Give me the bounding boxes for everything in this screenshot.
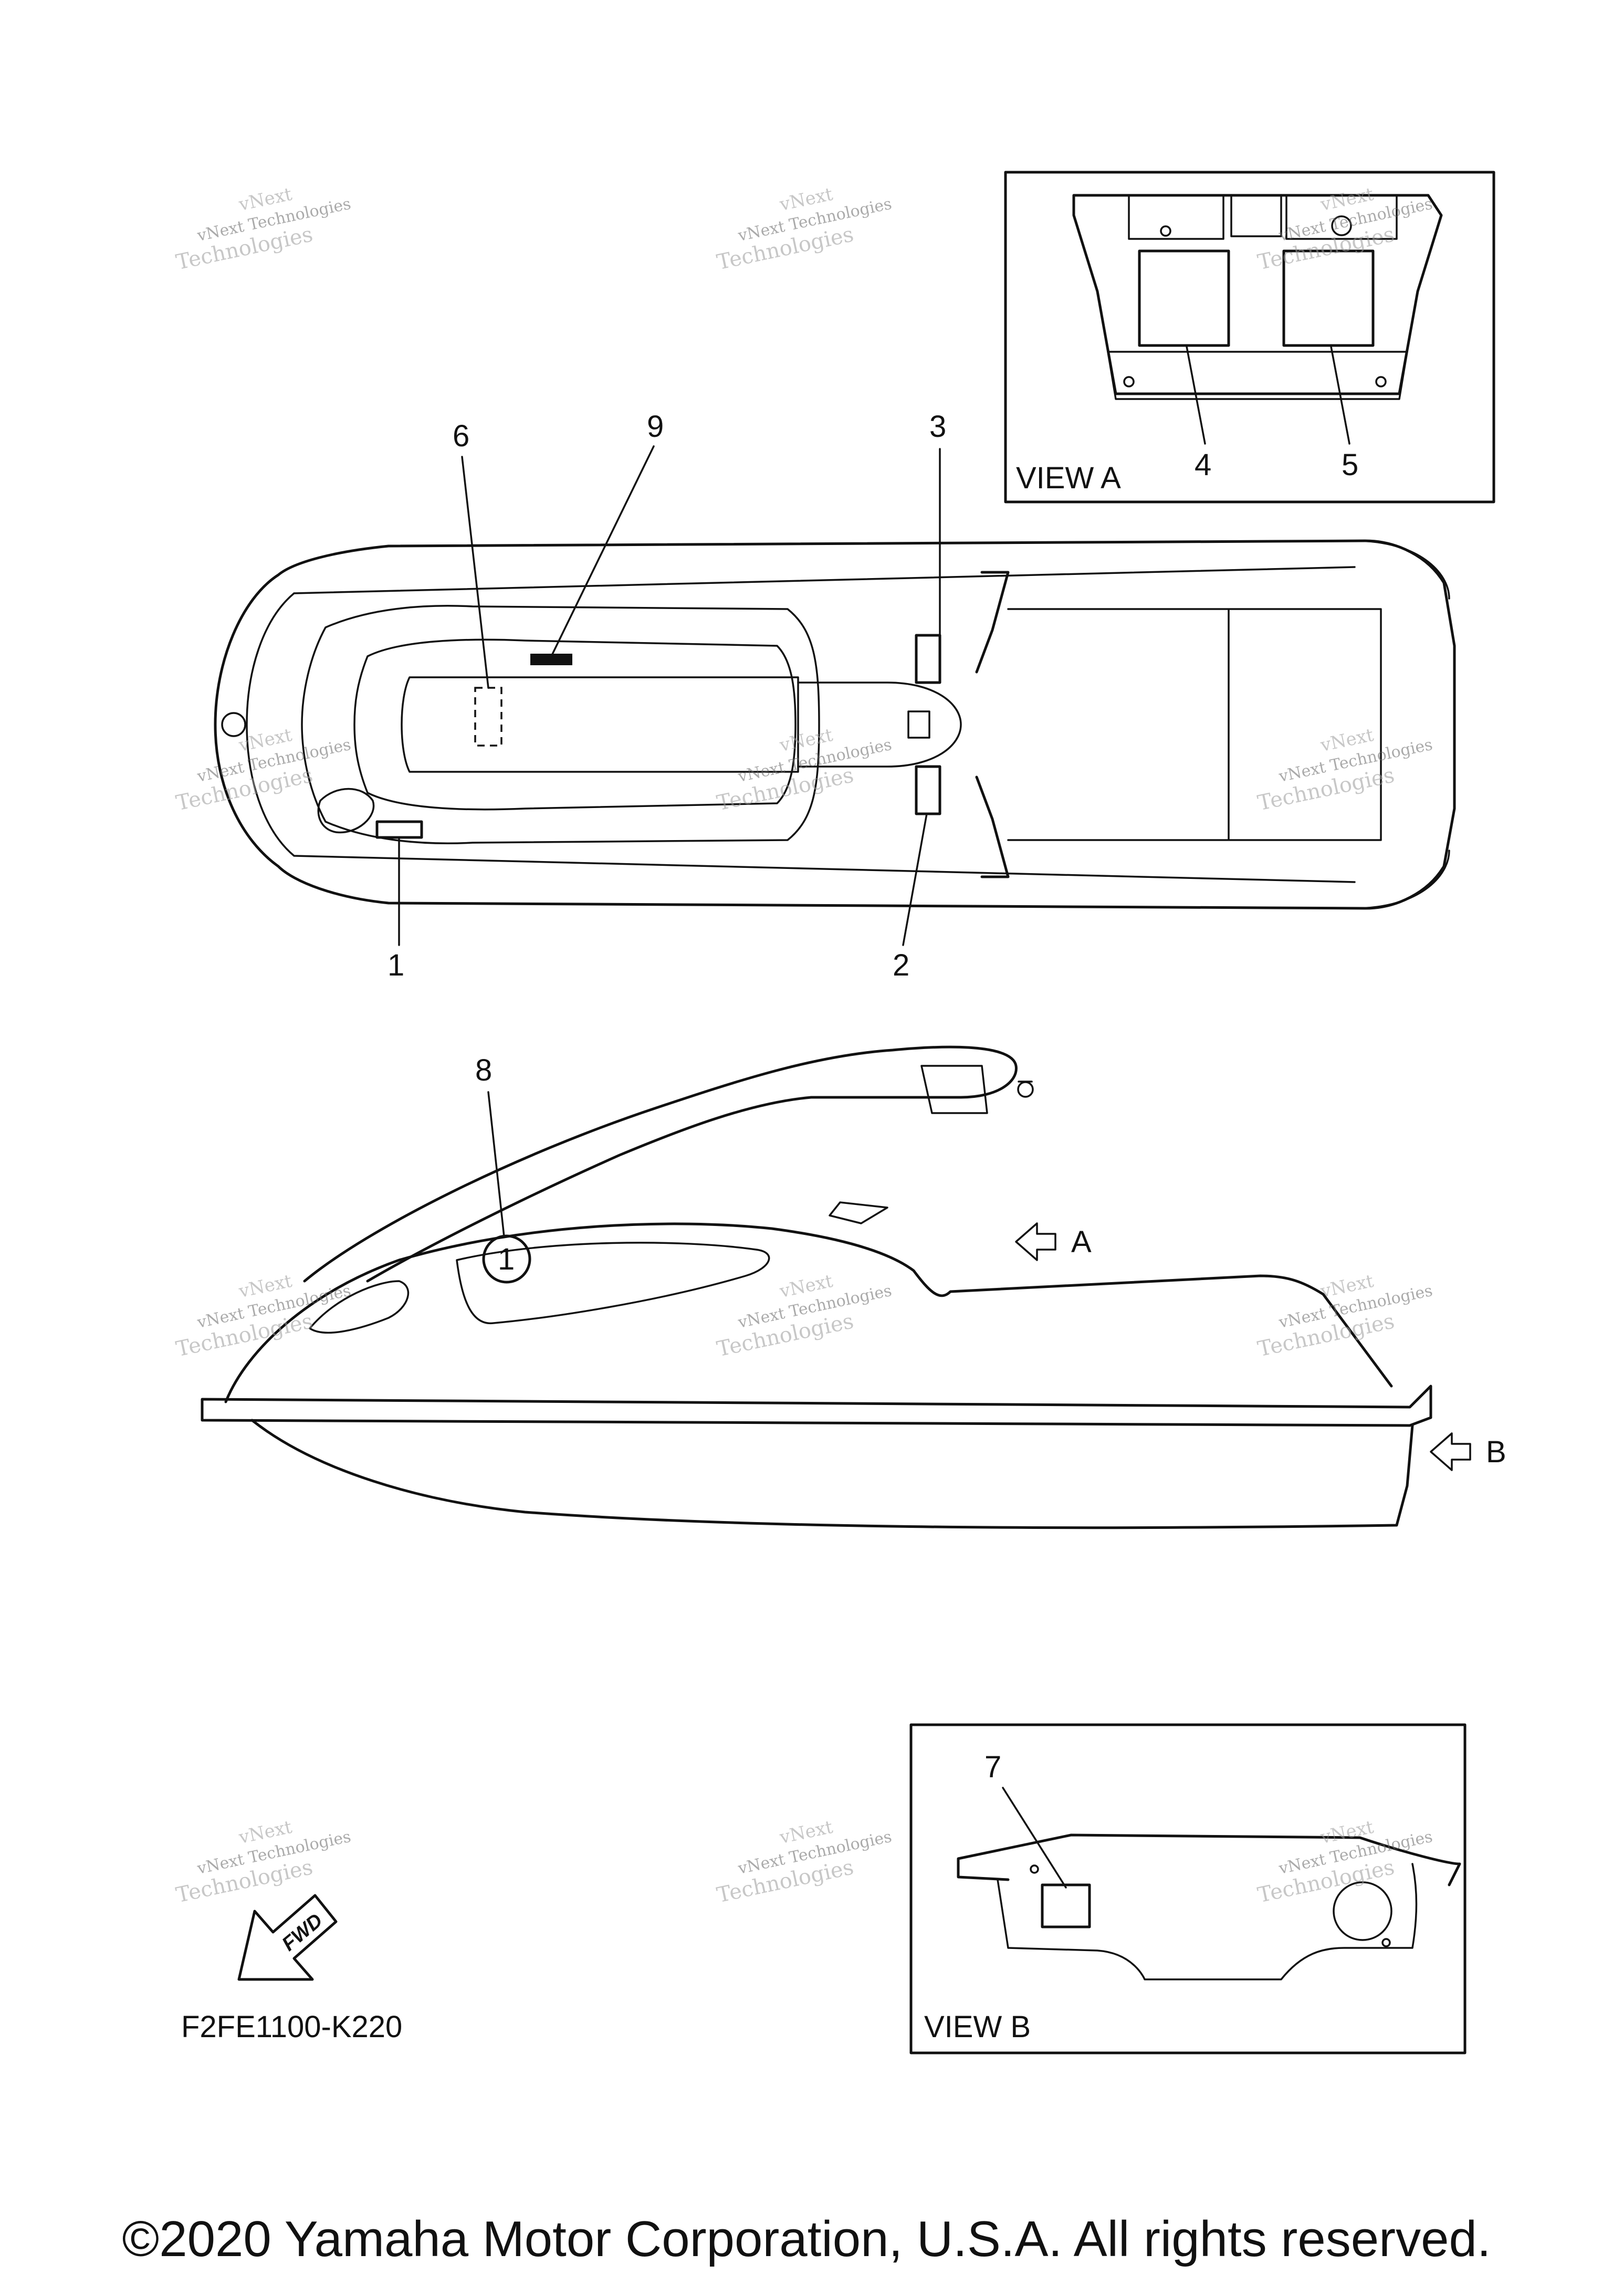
view-a-hole xyxy=(1331,215,1352,236)
callout-7-leader xyxy=(1002,1787,1067,1889)
callout-5-leader xyxy=(1330,345,1350,445)
side-view-engine-cover xyxy=(829,1201,888,1224)
label-2-location xyxy=(915,765,941,815)
arrow-a-label: A xyxy=(1071,1225,1092,1259)
label-3-location xyxy=(915,634,941,684)
view-b-vent xyxy=(1333,1881,1392,1941)
view-a-screw xyxy=(1375,376,1387,387)
side-view-rubrail xyxy=(201,1385,1432,1427)
label-9-location xyxy=(530,654,572,665)
label-7-location xyxy=(1041,1883,1091,1928)
view-a-label-4-box xyxy=(1138,249,1230,347)
callout-9-leader xyxy=(550,445,655,657)
side-view-hull-bottom xyxy=(250,1419,1414,1529)
side-view-throttle xyxy=(1017,1081,1034,1098)
top-view-tray xyxy=(1007,608,1382,841)
callout-3: 3 xyxy=(929,410,946,444)
callout-6-leader xyxy=(461,456,489,689)
side-view: 1 8 A B xyxy=(201,1045,1506,1529)
fwd-indicator: FWD xyxy=(237,1894,338,1981)
callout-9: 9 xyxy=(647,410,664,444)
view-a-inset: 4 5 VIEW A xyxy=(1004,171,1495,504)
arrow-b-label: B xyxy=(1486,1435,1506,1469)
top-view-hood-recess xyxy=(353,638,797,811)
top-view-steering-pole xyxy=(797,682,962,768)
fwd-arrow-icon xyxy=(237,1894,338,1981)
view-a-screw xyxy=(1123,376,1135,387)
view-b-screw xyxy=(1030,1864,1039,1874)
view-a-label: VIEW A xyxy=(1016,461,1121,495)
callout-4: 4 xyxy=(1195,448,1211,482)
top-view-seat-panel xyxy=(401,676,799,773)
view-a-hole xyxy=(1160,225,1171,237)
label-1-location xyxy=(375,820,423,839)
part-code: F2FE1100-K220 xyxy=(181,2010,402,2044)
callout-8-leader xyxy=(487,1091,505,1238)
top-view-deck-inner xyxy=(301,605,820,844)
top-view-gunwale-inner xyxy=(246,566,1356,883)
fwd-label: FWD xyxy=(278,1910,327,1956)
callout-5: 5 xyxy=(1342,448,1358,482)
view-a-top-recess xyxy=(1128,194,1398,240)
side-view-handle-pole xyxy=(303,1045,1018,1283)
callout-1: 1 xyxy=(387,948,404,982)
top-view-stern-rails xyxy=(1354,540,1450,909)
top-view: 1 2 3 6 9 xyxy=(214,410,1456,982)
side-view-deck xyxy=(224,1222,1393,1403)
side-view-hood xyxy=(456,1242,770,1325)
top-view-fuel-cap xyxy=(317,788,375,834)
view-b-screw xyxy=(1381,1938,1391,1947)
callout-8: 8 xyxy=(475,1053,492,1087)
top-view-bow-eye xyxy=(221,712,246,737)
label-8-digit: 1 xyxy=(498,1242,515,1276)
view-b-frame xyxy=(909,1723,1467,2054)
label-6-location xyxy=(474,687,502,747)
top-view-steering-hub xyxy=(907,710,930,739)
view-b-hull-outline xyxy=(997,1863,1418,1980)
view-a-frame xyxy=(1004,171,1495,504)
label-8-location xyxy=(482,1234,531,1284)
copyright-notice: ©2020 Yamaha Motor Corporation, U.S.A. A… xyxy=(122,2211,1491,2267)
callout-6: 6 xyxy=(453,419,469,453)
view-b-deck-outline xyxy=(957,1833,1461,1886)
callout-7: 7 xyxy=(984,1750,1001,1784)
arrow-b-icon xyxy=(1430,1432,1471,1471)
callout-2: 2 xyxy=(893,948,909,982)
arrow-a-icon xyxy=(1015,1222,1056,1261)
view-a-lower-panel xyxy=(1107,351,1408,400)
callout-4-leader xyxy=(1186,345,1206,445)
callout-2-leader xyxy=(902,813,928,946)
view-b-inset: 7 VIEW B xyxy=(909,1723,1467,2054)
view-b-label: VIEW B xyxy=(924,2010,1031,2044)
top-view-handlebar xyxy=(975,571,1010,878)
watermark: vNext vNext Technologies Technologies vN… xyxy=(174,184,1434,1908)
view-a-label-5-box xyxy=(1282,249,1375,347)
side-view-bow xyxy=(309,1280,410,1334)
